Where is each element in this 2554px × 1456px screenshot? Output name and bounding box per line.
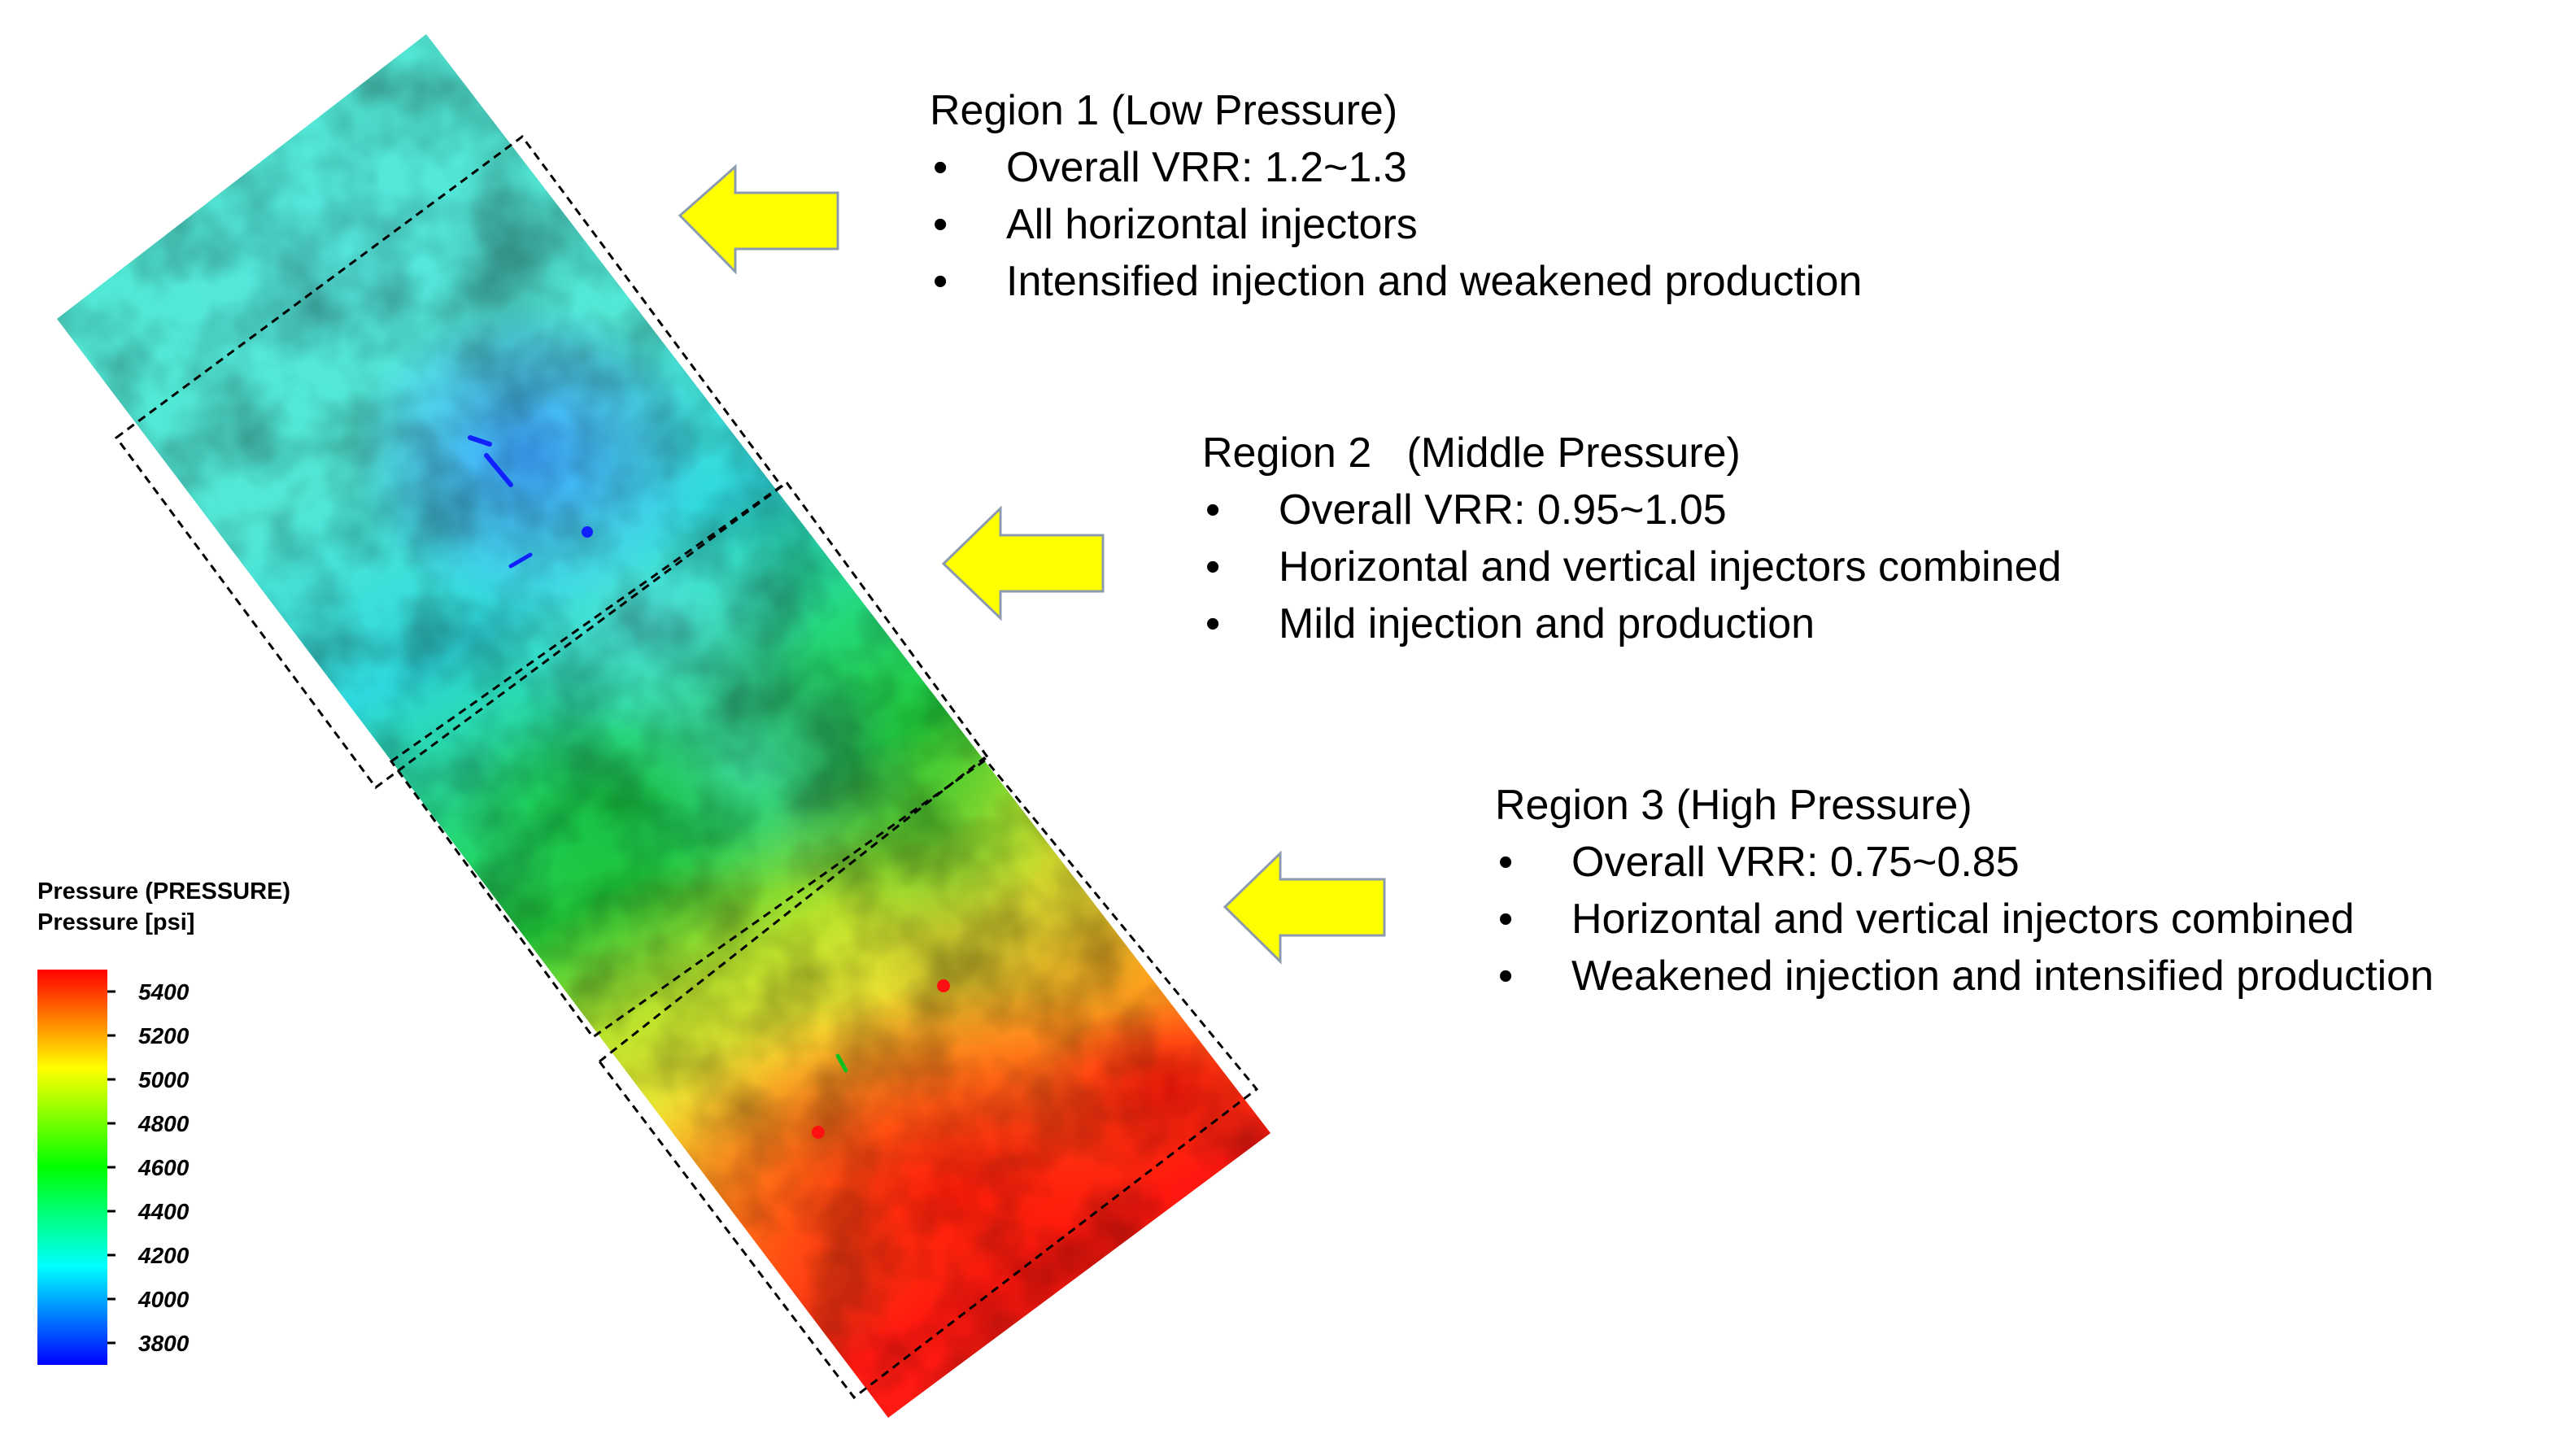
region-1-bullets: Overall VRR: 1.2~1.3 All horizontal inje… (930, 139, 1862, 310)
region-1-bullet: Overall VRR: 1.2~1.3 (930, 139, 1862, 196)
legend-tick-label: 5000 (138, 1067, 190, 1092)
region-2-bullet: Overall VRR: 0.95~1.05 (1202, 482, 2061, 538)
region-3-arrow (1223, 850, 1386, 965)
region-1-arrow (678, 163, 839, 275)
region-2-description: Region 2 (Middle Pressure) Overall VRR: … (1202, 425, 2061, 652)
legend-color-bar (37, 970, 107, 1365)
legend-tick-label: 4200 (137, 1243, 190, 1268)
region-1-title: Region 1 (Low Pressure) (930, 87, 1398, 134)
region-2-bullet: Horizontal and vertical injectors combin… (1202, 538, 2061, 595)
region-1-bullet: All horizontal injectors (930, 196, 1862, 253)
region-2-bullets: Overall VRR: 0.95~1.05 Horizontal and ve… (1202, 482, 2061, 652)
legend-ticks: 5400 5200 5000 4800 4600 4400 4200 4000 3800 (107, 979, 190, 1356)
legend-tick-label: 4400 (137, 1199, 190, 1224)
region-2-title: Region 2 (Middle Pressure) (1202, 429, 1741, 477)
legend-unit-label: Pressure [psi] (37, 909, 195, 935)
region-boxes (114, 134, 1259, 1400)
legend-tick-label: 5400 (138, 979, 190, 1005)
region-1-description: Region 1 (Low Pressure) Overall VRR: 1.2… (930, 82, 1862, 310)
region-3-description: Region 3 (High Pressure) Overall VRR: 0.… (1495, 777, 2434, 1005)
region-2-bullet: Mild injection and production (1202, 595, 2061, 652)
region-arrows (678, 163, 1386, 965)
legend-tick-label: 3800 (138, 1331, 190, 1356)
injector-well-markers (468, 435, 950, 1139)
region-3-bullet: Horizontal and vertical injectors combin… (1495, 891, 2434, 948)
pressure-legend: 5400 5200 5000 4800 4600 4400 4200 4000 3800 (37, 970, 190, 1365)
region-2-arrow (941, 505, 1105, 621)
legend-tick-label: 5200 (138, 1023, 190, 1048)
region-3-bullet: Overall VRR: 0.75~0.85 (1495, 834, 2434, 891)
region-1-bullet: Intensified injection and weakened produ… (930, 253, 1862, 310)
region-3-box (597, 756, 1259, 1400)
region-2-box (389, 480, 991, 1040)
legend-tick-label: 4800 (137, 1111, 190, 1136)
legend-tick-label: 4000 (137, 1287, 190, 1312)
region-3-title: Region 3 (High Pressure) (1495, 782, 1972, 829)
region-3-bullet: Weakened injection and intensified produ… (1495, 948, 2434, 1005)
region-3-bullets: Overall VRR: 0.75~0.85 Horizontal and ve… (1495, 834, 2434, 1005)
legend-tick-label: 4600 (137, 1155, 190, 1180)
legend-title: Pressure (PRESSURE) (37, 878, 291, 905)
